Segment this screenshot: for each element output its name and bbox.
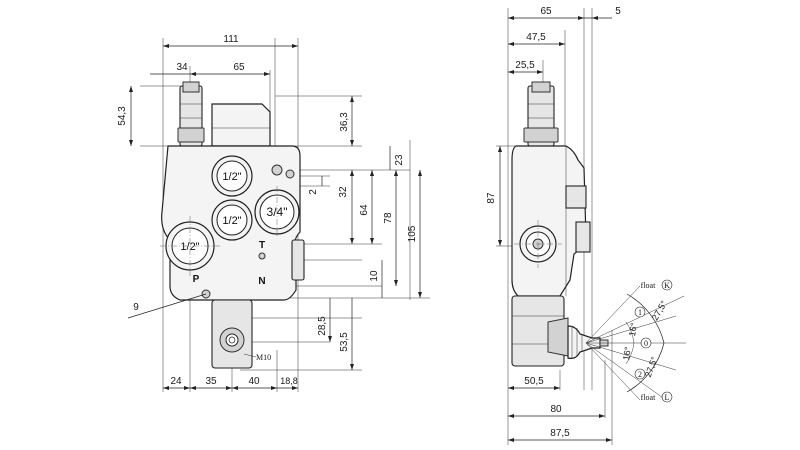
float-l-label: float	[641, 393, 656, 402]
letter-t: T	[259, 240, 265, 251]
side-view: 65 5 47,5 25,5 87 50,5 80 87,5	[486, 6, 686, 445]
letter-p: P	[193, 274, 200, 285]
circ-l: L	[665, 393, 670, 402]
dim-105: 105	[407, 225, 418, 242]
svg-text:1/2": 1/2"	[222, 215, 241, 227]
dim-34: 34	[176, 62, 188, 73]
dim-54-3: 54,3	[117, 106, 128, 126]
port-b-mid: 1/2"	[211, 199, 253, 241]
angle-27-5-top: 27,5°	[650, 299, 669, 323]
angle-27-5-bottom: 27,5°	[643, 355, 660, 379]
dim-36-3: 36,3	[339, 112, 350, 132]
svg-text:1/2": 1/2"	[222, 171, 241, 183]
dim-80: 80	[550, 404, 562, 415]
dim-64: 64	[359, 204, 370, 216]
angle-16-top: 16°	[627, 322, 639, 338]
front-view: 111 34 65 54,3 36,3 23 2 32 64	[117, 34, 430, 392]
label-m10: M10	[256, 353, 271, 362]
float-k-label: float	[641, 281, 656, 290]
dim-5-side: 5	[615, 6, 621, 17]
circ-1: 1	[638, 308, 642, 317]
angle-16-bottom: 16°	[621, 346, 633, 362]
dim-28-5: 28,5	[317, 316, 328, 336]
dim-65-side: 65	[540, 6, 552, 17]
dim-35: 35	[205, 376, 217, 387]
circ-0: 0	[644, 339, 648, 348]
circ-2: 2	[638, 370, 642, 379]
dim-78: 78	[383, 212, 394, 224]
dim-87-5: 87,5	[550, 428, 570, 439]
dim-10: 10	[369, 270, 380, 282]
callout-9: 9	[133, 302, 139, 313]
dim-40: 40	[248, 376, 260, 387]
dim-24: 24	[170, 376, 182, 387]
dim-111: 111	[223, 34, 239, 45]
dim-87-side: 87	[486, 192, 497, 204]
dim-25-5: 25,5	[515, 60, 535, 71]
dim-47-5: 47,5	[526, 32, 546, 43]
circ-k: K	[664, 281, 670, 290]
dim-32: 32	[338, 186, 349, 198]
dim-18-8: 18,8	[280, 376, 298, 386]
dim-53-5: 53,5	[339, 332, 350, 352]
dim-50-5: 50,5	[524, 376, 544, 387]
dim-65: 65	[233, 62, 245, 73]
letter-n: N	[258, 276, 265, 287]
dim-23: 23	[394, 154, 405, 166]
dim-2: 2	[308, 189, 319, 195]
port-a-top: 1/2"	[211, 155, 253, 197]
